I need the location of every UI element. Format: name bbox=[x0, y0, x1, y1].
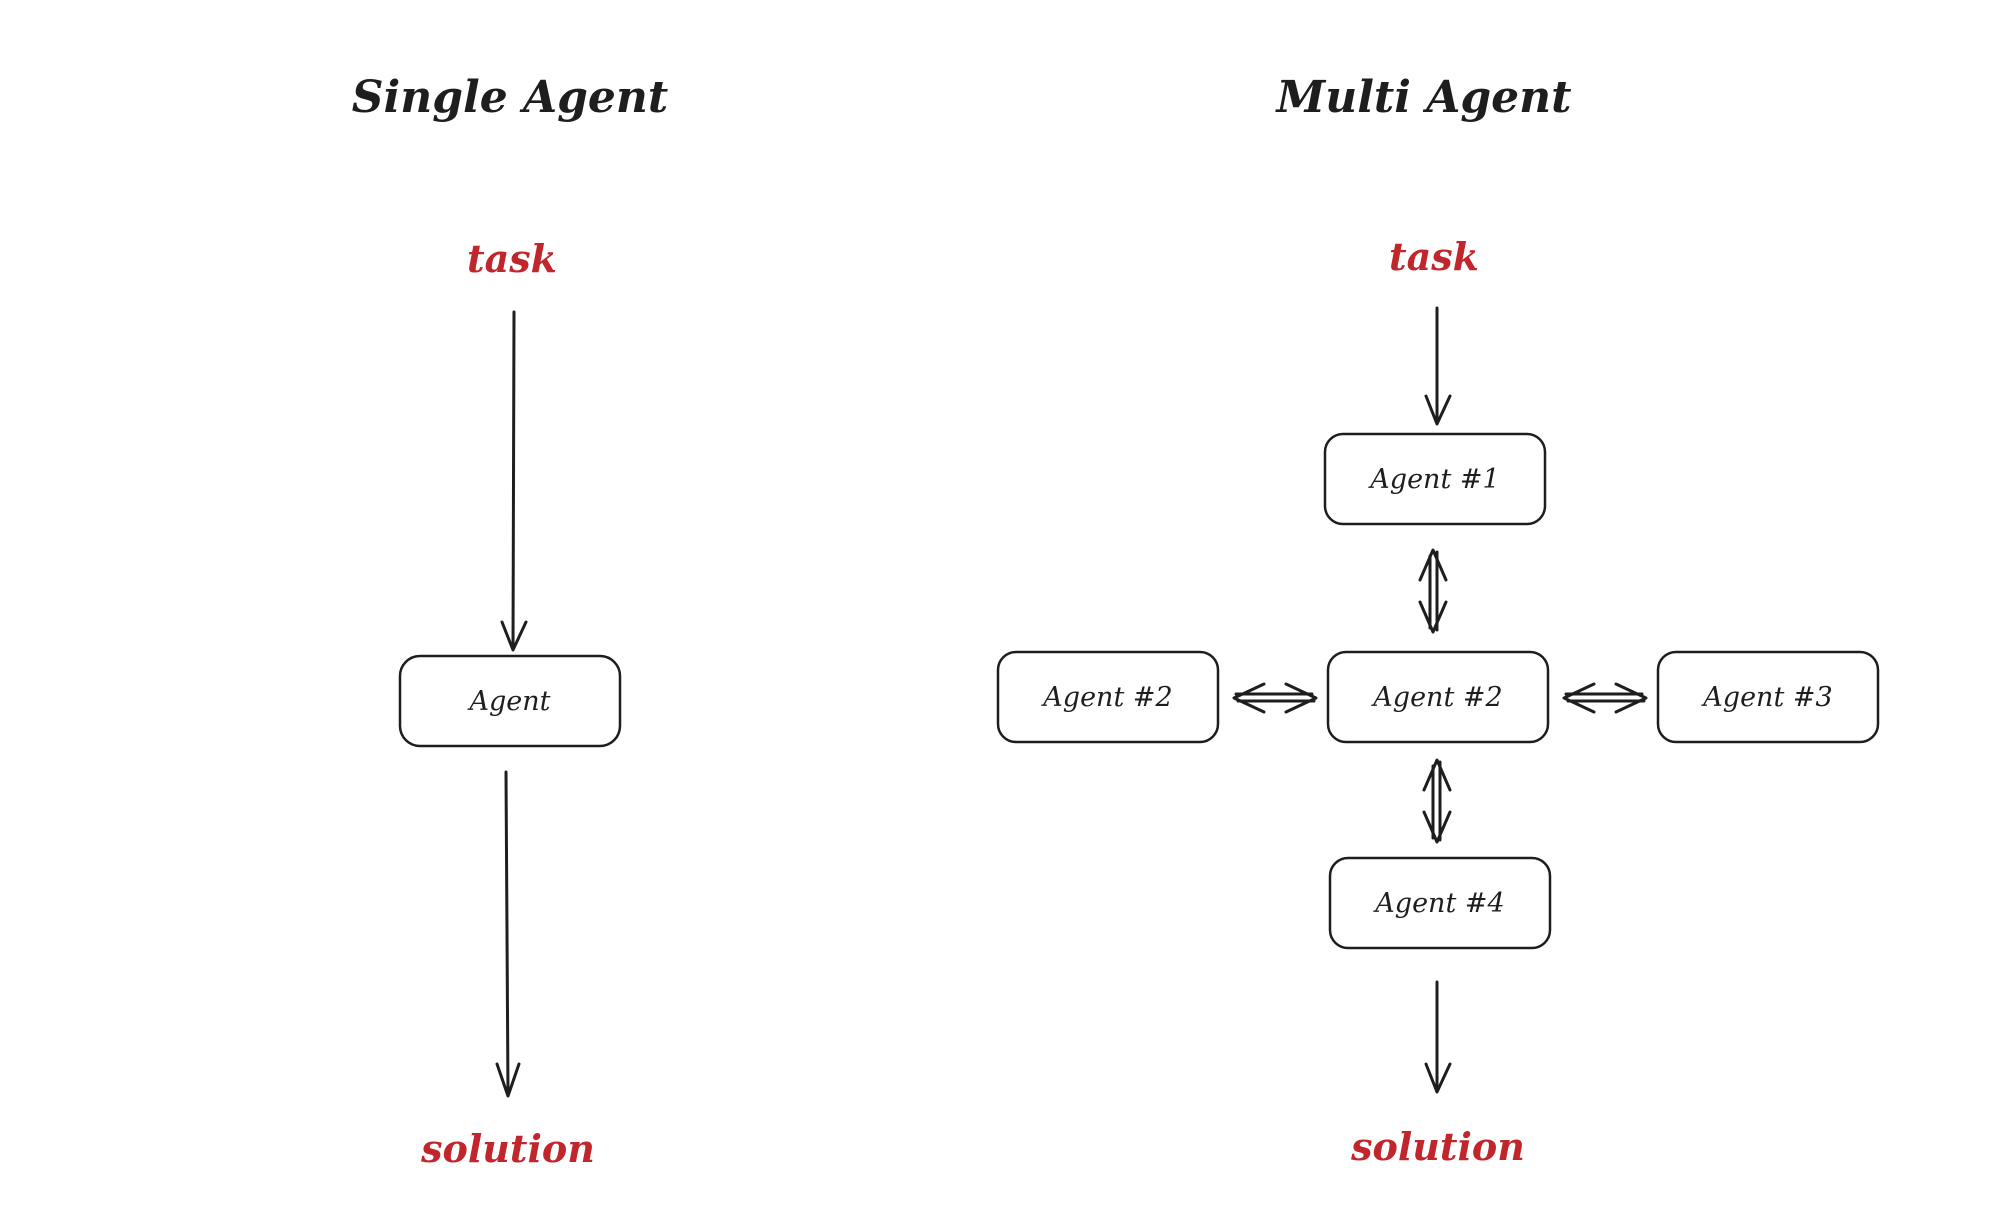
agent-node-left-label: Agent #2 bbox=[1040, 682, 1172, 713]
agent-node-bottom-label: Agent #4 bbox=[1372, 888, 1504, 919]
agent-node-right-label: Agent #3 bbox=[1700, 682, 1832, 713]
multi-task-label: task bbox=[1389, 234, 1479, 279]
single-arrow-task-to-agent bbox=[500, 310, 528, 652]
multi-arrow-agent-4-to-solution bbox=[1424, 980, 1452, 1094]
agent-node-center-box bbox=[1326, 650, 1550, 744]
single-solution-label: solution bbox=[420, 1126, 595, 1171]
agent-node-top-label: Agent #1 bbox=[1367, 464, 1499, 495]
single-arrow-agent-to-solution bbox=[495, 770, 521, 1098]
agent-node-left-box bbox=[996, 650, 1220, 744]
agent-node-left: Agent #2 bbox=[996, 650, 1220, 744]
agent-node-bottom-box bbox=[1328, 856, 1552, 950]
multi-arrow-task-to-agent-1 bbox=[1424, 306, 1452, 426]
agent-node-right-box bbox=[1656, 650, 1880, 744]
single-agent-node: Agent bbox=[398, 654, 622, 748]
single-agent-box bbox=[398, 654, 622, 748]
double-arrow-center-bottom bbox=[1422, 758, 1452, 844]
single-agent-panel: Single Agent task Agent solution bbox=[352, 72, 669, 1171]
agent-node-bottom: Agent #4 bbox=[1328, 856, 1552, 950]
single-agent-title: Single Agent bbox=[352, 72, 669, 123]
multi-agent-panel: Multi Agent task Agent #1 Agent #2 bbox=[996, 72, 1880, 1169]
single-agent-label: Agent bbox=[467, 686, 551, 717]
multi-agent-title: Multi Agent bbox=[1275, 72, 1572, 123]
agent-node-right: Agent #3 bbox=[1656, 650, 1880, 744]
double-arrow-center-right bbox=[1562, 682, 1648, 714]
agent-node-top: Agent #1 bbox=[1323, 432, 1547, 526]
double-arrow-left-center bbox=[1232, 682, 1318, 714]
agent-node-top-box bbox=[1323, 432, 1547, 526]
single-task-label: task bbox=[467, 236, 557, 281]
multi-solution-label: solution bbox=[1350, 1124, 1525, 1169]
agent-node-center-label: Agent #2 bbox=[1370, 682, 1502, 713]
double-arrow-top-center bbox=[1418, 548, 1448, 634]
agent-node-center: Agent #2 bbox=[1326, 650, 1550, 744]
